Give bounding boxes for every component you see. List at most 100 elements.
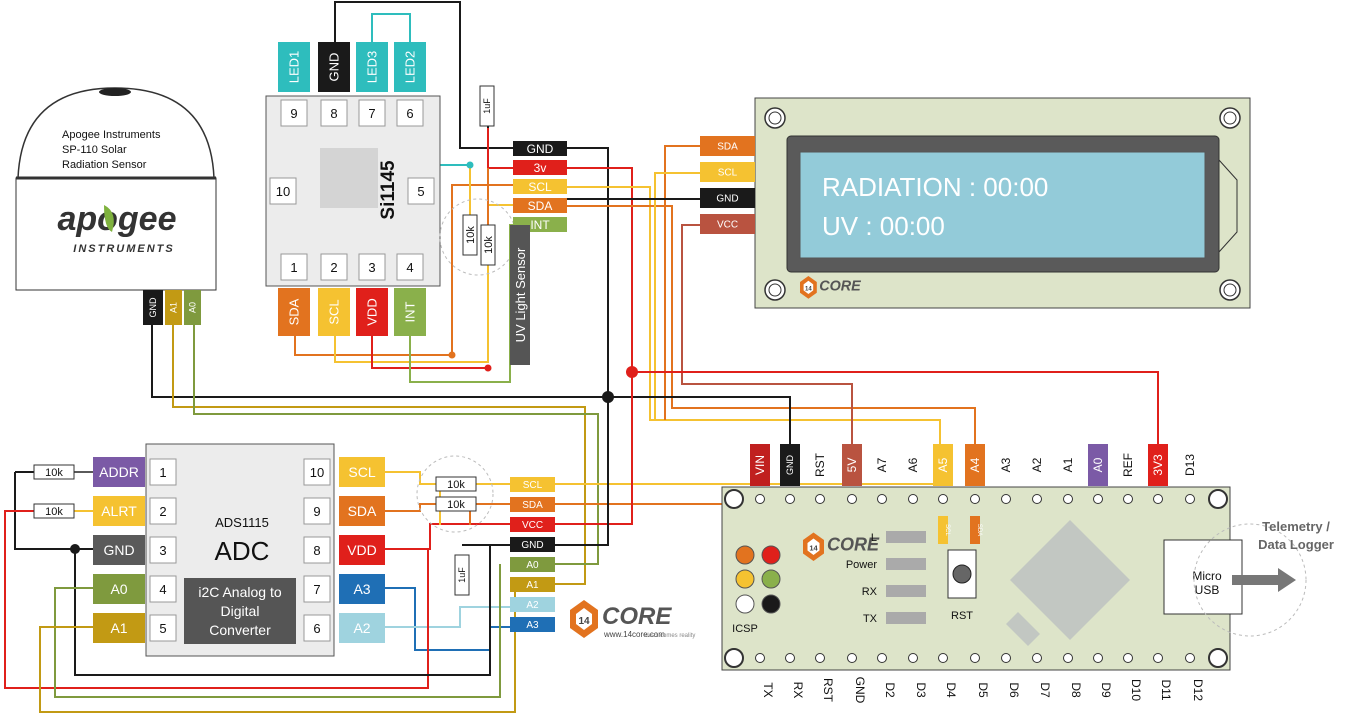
si1145-pin-number — [396, 99, 424, 127]
pin-label: A1 — [526, 580, 539, 591]
pin-label: A3 — [353, 581, 370, 597]
si1145-pin-number — [396, 253, 424, 281]
nano-mounting-hole — [724, 489, 744, 509]
pin-number: 3 — [368, 260, 375, 275]
si1145-header-bottom-1 — [318, 288, 350, 336]
pin-label: ADDR — [99, 464, 139, 480]
pin-label: 3V3 — [1151, 454, 1165, 476]
nano-led-label: Power — [846, 559, 878, 571]
nano-top-pin-9: A2 — [1030, 457, 1044, 472]
pin-label: A0 — [1091, 457, 1105, 472]
nano-scl-label: SCL — [944, 524, 950, 536]
wire-lcd-scl — [654, 172, 700, 420]
ads1115-description-box — [184, 578, 296, 644]
ads1115-description: i2C Analog to — [198, 584, 281, 600]
nano-top-pin-3 — [842, 444, 862, 486]
pin-label: SDA — [522, 500, 543, 511]
nano-pin-hole — [1001, 494, 1011, 504]
core-logo-tagline: ideas comes reality — [644, 633, 695, 639]
icsp-pin — [735, 569, 755, 589]
ads1115-module-pin-7 — [510, 617, 555, 632]
si1145-module-pin-3 — [513, 198, 567, 213]
pin-label: SDA — [287, 298, 302, 325]
mounting-hole-inner — [1223, 283, 1237, 297]
si1145-module-label-bar — [510, 225, 530, 365]
si1145-module-label: UV Light Sensor — [513, 247, 528, 342]
nano-top-pin-13 — [1148, 444, 1168, 486]
apogee-pin-a1 — [165, 290, 182, 325]
nano-pin-hole — [1032, 494, 1042, 504]
ads1115-pin-number — [303, 497, 331, 525]
nano-top-pin-0 — [750, 444, 770, 486]
capacitor — [479, 85, 495, 127]
nano-mounting-hole — [1208, 489, 1228, 509]
wire-si-gnd-top — [334, 1, 513, 149]
si1145-pin-number — [358, 99, 386, 127]
wire-3v3 — [632, 371, 1159, 444]
wire-ads-a1 — [39, 584, 516, 713]
pin-label: SCL — [528, 180, 552, 194]
pin-label: A3 — [526, 620, 539, 631]
nano-bottom-pin-11: D9 — [1099, 682, 1113, 698]
wire-gnd-bus — [567, 147, 609, 398]
mounting-hole-inner — [768, 111, 782, 125]
pin-label: SDA — [717, 142, 738, 153]
ads1115-description: Converter — [209, 622, 271, 638]
ads1115-module-pin-3 — [510, 537, 555, 552]
nano-pin-hole — [755, 653, 765, 663]
pin-label: INT — [530, 218, 550, 232]
nano-pin-hole — [785, 494, 795, 504]
nano-bottom-pin-13: D11 — [1159, 679, 1173, 700]
nano-sda-marker — [970, 516, 980, 544]
nano-bottom-pin-5: D3 — [914, 682, 928, 698]
nano-pin-hole — [1093, 494, 1103, 504]
nano-pin-hole — [1093, 653, 1103, 663]
apogee-leaf-icon — [104, 205, 114, 232]
mounting-hole — [764, 279, 786, 301]
si1145-header-bottom-0 — [278, 288, 310, 336]
pin-number: 9 — [290, 106, 297, 121]
nano-top-pin-6 — [933, 444, 953, 486]
nano-micro-usb — [1163, 539, 1243, 615]
pin-label: A0 — [188, 302, 198, 313]
apogee-pin-a0 — [184, 290, 201, 325]
si1145-header-top-2 — [356, 42, 388, 92]
core-logo-glyph: 14 — [809, 544, 818, 553]
nano-scl-marker — [938, 516, 948, 544]
ads1115-module-pin-1 — [510, 497, 555, 512]
ads1115-header-right-4 — [339, 613, 385, 643]
nano-bottom-pin-10: D8 — [1069, 682, 1083, 698]
si1145-module-pin-1 — [513, 160, 567, 175]
pin-label: VDD — [365, 298, 380, 325]
telemetry-zoom — [1193, 523, 1307, 637]
ads1115-header-right-2 — [339, 535, 385, 565]
nano-pin-hole — [755, 494, 765, 504]
nano-pin-hole — [877, 494, 887, 504]
ads1115-header-left-2 — [93, 535, 145, 565]
nano-pin-hole — [1123, 653, 1133, 663]
apogee-caption: Apogee Instruments — [62, 129, 161, 141]
nano-chip-crystal — [1006, 612, 1040, 646]
core-logo-text: CORE — [602, 603, 672, 630]
apogee-pin-gnd — [143, 290, 163, 325]
si1145-header-top-3 — [394, 42, 426, 92]
icsp-pin — [761, 569, 781, 589]
core-logo-url: www.14core.com — [603, 630, 665, 639]
resistor — [462, 214, 478, 256]
pin-label: GND — [785, 455, 795, 476]
nano-pin-hole — [1063, 653, 1073, 663]
nano-led — [886, 558, 926, 570]
nano-bottom-pin-7: D5 — [976, 682, 990, 698]
nano-pin-hole — [938, 494, 948, 504]
resistor-value: 10k — [447, 479, 465, 491]
apogee-dome-tip — [99, 88, 131, 96]
nano-led-label: L — [871, 532, 877, 544]
resistor — [33, 503, 75, 519]
apogee-logo-sub: INSTRUMENTS — [73, 243, 174, 255]
wire-scl-bus — [567, 186, 941, 444]
ads1115-pin-number — [303, 614, 331, 642]
mounting-hole — [1219, 279, 1241, 301]
pin-label: A4 — [968, 457, 982, 472]
junction-dot — [484, 364, 492, 372]
usb-label: USB — [1195, 583, 1220, 597]
